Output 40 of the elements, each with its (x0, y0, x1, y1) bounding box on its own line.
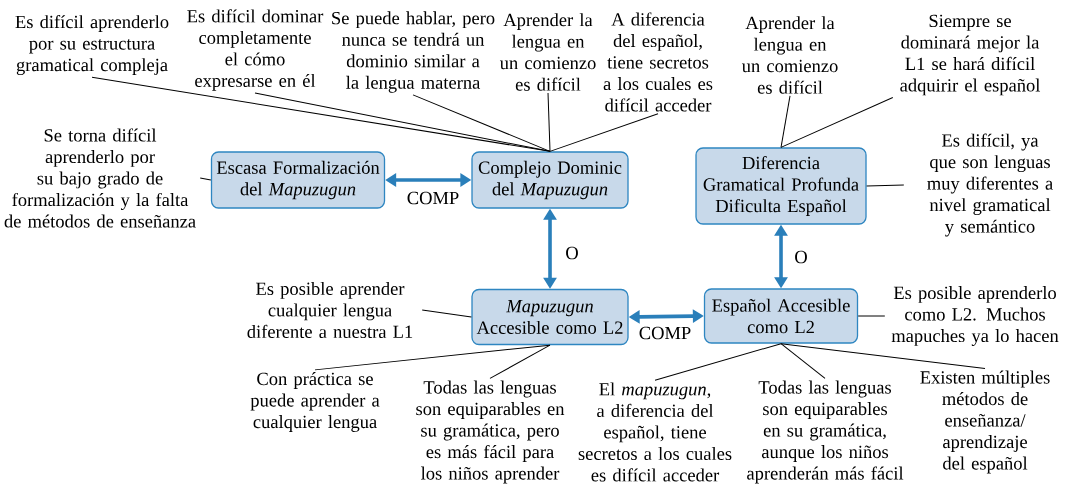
note-text: Es posible aprender cualquier lengua diferente a nuestra L1 (247, 282, 413, 338)
leader-line (314, 344, 551, 371)
edge-label: O (793, 249, 809, 265)
note-text: Existen múltiples métodos de enseñanza/ aprendizaje del español (920, 370, 1050, 474)
note-text: Es difícil, ya que son lenguas muy diferentes a nivel gramatical y semántico (927, 133, 1053, 237)
leader-line (857, 315, 886, 317)
note-text: Todas las lenguas son equiparables en su gramática, pero es más fácil para los niños aprender (416, 380, 565, 484)
edge-label: COMP (405, 190, 461, 206)
note-text: Se torna difícil aprenderlo por su bajo grado de formalización y la falta de métodos de enseñanza (4, 128, 196, 228)
leader-line (780, 97, 894, 148)
note-text: Se puede hablar, pero nunca se tendrá un dominio similar a la lengua materna (332, 11, 495, 93)
note-text: A diferencia del español, tiene secretos a los cuales es difícil acceder (603, 12, 713, 112)
concept-box: Complejo Dominic del Mapuzugun (471, 151, 629, 209)
note-text: Es difícil dominar completamente el cómo expresarse en él (187, 9, 324, 91)
concept-box: Diferencia Gramatical Profunda Dificulta Español (695, 147, 867, 225)
note-text: Aprender la lengua en un comienzo es difícil (499, 13, 596, 91)
leader-line (412, 94, 551, 152)
leader-line (547, 92, 551, 152)
note-text: Todas las lenguas son equiparables en su gramática, aunque los niños aprenderán más fácil (747, 380, 904, 484)
note-text: Siempre se dominará mejor la L1 se hará difícil adquirir el español (900, 14, 1040, 96)
leader-line (489, 344, 551, 379)
edge-label: COMP (637, 325, 693, 341)
note-text: Es difícil aprenderlo por su estructura gramatical compleja (15, 15, 169, 75)
note-text: Con práctica se puede aprender a cualquier lengua (250, 372, 380, 432)
note-text: Es posible aprenderlo como L2. Muchos mapuches ya lo hacen (891, 286, 1059, 346)
edge-label: O (564, 245, 580, 261)
leader-line (780, 95, 791, 148)
leader-line (199, 177, 212, 181)
leader-line (866, 184, 905, 187)
note-text: El mapuzugun, a diferencia del español, tiene secretos a los cuales es difícil acceder (578, 382, 732, 482)
leader-line (254, 92, 551, 152)
leader-line (780, 343, 826, 379)
concept-box: Español Accesible como L2 (703, 288, 859, 344)
note-text: Aprender la lengua en un comienzo es difícil (741, 16, 838, 94)
concept-box: Escasa Formalización del Mapuzugun (210, 151, 386, 209)
concept-box: Mapuzugun Accesible como L2 (471, 288, 629, 346)
leader-line (549, 113, 659, 152)
leader-line (780, 343, 986, 369)
leader-line (421, 309, 472, 318)
leader-line (654, 343, 782, 381)
